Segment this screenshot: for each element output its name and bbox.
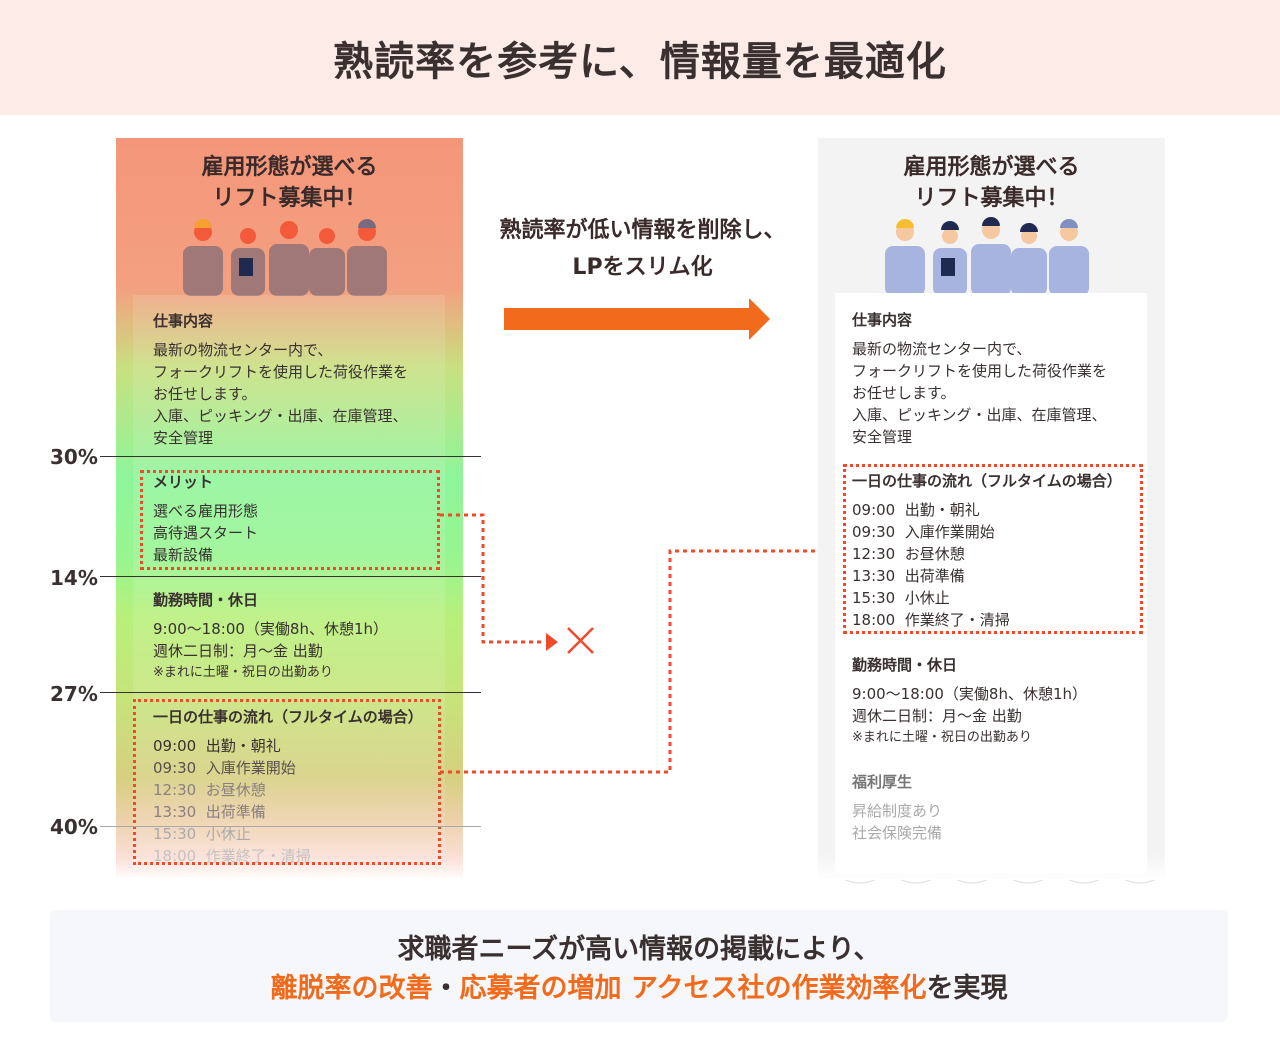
page-title: 熟読率を参考に、情報量を最適化 <box>0 0 1280 115</box>
read-rate-label: 40% <box>50 815 98 839</box>
flow-highlight-box <box>843 464 1143 634</box>
section-job: 仕事内容 最新の物流センター内で、フォークリフトを使用した荷役作業をお任せします… <box>852 311 1108 446</box>
lp-body <box>835 293 1147 873</box>
read-rate-label: 27% <box>50 682 98 706</box>
fade-overlay <box>818 852 1165 880</box>
lp-title: 雇用形態が選べるリフト募集中！ <box>903 155 1080 211</box>
lp-body <box>133 295 445 875</box>
read-rate-label: 14% <box>50 566 98 590</box>
middle-caption: 熟読率が低い情報を削除し、LPをスリム化 <box>499 218 786 280</box>
after-lp: 雇用形態が選べるリフト募集中！ 仕事内容 最新の物流センター内で、フォークリフト… <box>818 138 1165 884</box>
summary-box: 求職者ニーズが高い情報の掲載により、 離脱率の改善・応募者の増加 アクセス社の作… <box>50 910 1228 1022</box>
read-rate-line <box>100 456 481 457</box>
merit-highlight-box <box>140 470 440 570</box>
flow-highlight-box <box>133 699 441 865</box>
section-flow: 一日の仕事の流れ（フルタイムの場合） 09:00 出勤・朝礼 09:30 入庫作… <box>852 472 1122 629</box>
read-rate-line <box>100 826 481 827</box>
section-flow: 一日の仕事の流れ（フルタイムの場合） 09:00 出勤・朝礼 09:30 入庫作… <box>153 708 423 865</box>
torn-edge <box>116 877 463 886</box>
read-rate-line <box>100 692 481 693</box>
workers-illustration <box>183 219 387 296</box>
section-job: 仕事内容 最新の物流センター内で、フォークリフトを使用した荷役作業をお任せします… <box>153 312 409 447</box>
lp-title: 雇用形態が選べるリフト募集中！ <box>201 155 378 211</box>
before-lp-heatmap: 雇用形態が選べるリフト募集中！ 仕事内容 最新の物流センター内で、フォークリフト… <box>116 138 463 886</box>
section-welfare: 福利厚生 昇給制度あり社会保険完備 <box>852 773 943 842</box>
read-rate-line <box>100 576 481 577</box>
section-hours: 勤務時間・休日 9:00〜18:00（実働8h、休憩1h）週休二日制：月〜金 出… <box>153 591 389 680</box>
arrow-right-icon <box>504 298 770 340</box>
removed-x-icon <box>567 627 594 654</box>
summary-line-1: 求職者ニーズが高い情報の掲載により、 <box>397 934 881 965</box>
read-rate-label: 30% <box>50 445 98 469</box>
section-hours: 勤務時間・休日 9:00〜18:00（実働8h、休憩1h）週休二日制：月〜金 出… <box>852 656 1088 745</box>
summary-line-2: 離脱率の改善・応募者の増加 アクセス社の作業効率化を実現 <box>270 973 1008 1004</box>
workers-illustration <box>885 217 1089 296</box>
section-merit: メリット 選べる雇用形態高待遇スタート最新設備 <box>153 473 259 564</box>
